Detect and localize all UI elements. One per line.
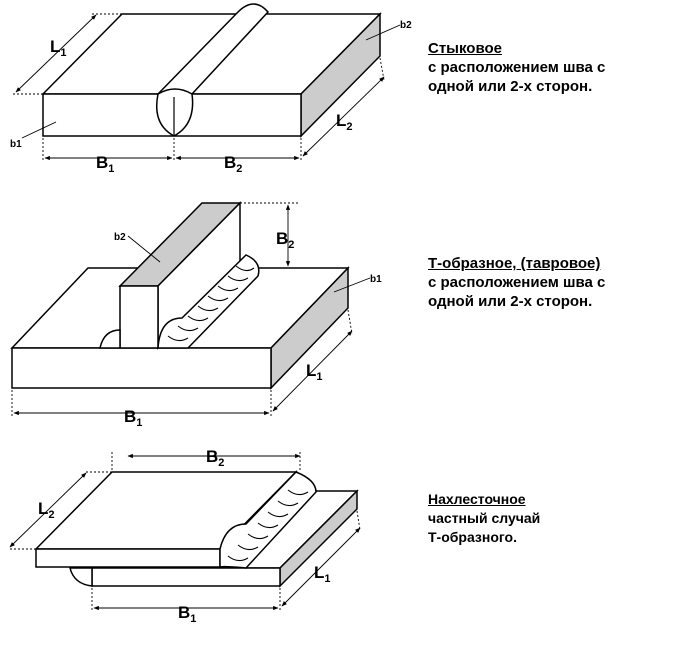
butt-joint-labels: b2 b1 L1 L2 B1 B2 xyxy=(10,20,412,175)
label-B1: B1 xyxy=(178,603,196,625)
caption-line: с расположением шва с xyxy=(428,59,606,76)
label-B2: B2 xyxy=(206,447,224,469)
lap-lower-fillet xyxy=(69,567,93,587)
t-joint-figure xyxy=(10,201,371,418)
lap-upper-plate-front xyxy=(35,548,221,568)
butt-weld-bead xyxy=(156,3,270,95)
t-web-front-face xyxy=(119,285,159,349)
label-B2: B2 xyxy=(276,229,294,251)
t-joint-caption: Т-образное, (тавровое) с расположением ш… xyxy=(428,254,605,311)
lap-dim-L2 xyxy=(9,472,87,548)
lap-joint-labels: B2 L2 L1 B1 xyxy=(38,447,331,625)
label-L1: L1 xyxy=(314,563,331,585)
butt-dim-L2 xyxy=(302,76,385,157)
caption-line: одной или 2-х сторон. xyxy=(428,78,593,95)
butt-leader-b2 xyxy=(365,24,401,41)
t-leader-b1 xyxy=(333,277,371,293)
t-left-fillet xyxy=(99,329,121,349)
t-leader-b2 xyxy=(127,235,161,263)
label-L2: L2 xyxy=(38,499,55,521)
label-B1: B1 xyxy=(124,407,142,429)
label-L2: L2 xyxy=(336,111,353,133)
butt-leader-b1 xyxy=(21,121,57,139)
caption-line: одной или 2-х сторон. xyxy=(428,293,593,310)
lap-joint-figure xyxy=(8,452,361,612)
caption-title: Нахлесточное xyxy=(428,491,526,507)
butt-joint-caption: Стыковое с расположением шва с одной или… xyxy=(428,39,605,96)
label-L1: L1 xyxy=(306,361,323,383)
lap-joint-caption: Нахлесточное частный случай Т-образного. xyxy=(428,490,540,547)
label-b1: b1 xyxy=(10,139,22,150)
caption-line: с расположением шва с xyxy=(428,274,606,291)
label-B2: B2 xyxy=(224,153,242,175)
label-b1: b1 xyxy=(370,274,382,285)
butt-joint-figure xyxy=(12,3,401,162)
butt-weld-section xyxy=(156,88,194,137)
lap-weld-ripples xyxy=(227,489,309,562)
t-plate-front-face xyxy=(11,347,272,389)
t-dim-L1 xyxy=(272,330,353,412)
caption-line: Т-образного. xyxy=(428,529,517,545)
caption-title: Стыковое xyxy=(428,40,502,57)
caption-line: частный случай xyxy=(428,510,541,526)
caption-title: Т-образное, (тавровое) xyxy=(428,255,601,272)
lap-weld-bead xyxy=(219,471,317,569)
t-weld-ripples xyxy=(167,265,255,342)
butt-dim-L1 xyxy=(15,14,97,93)
label-B1: B1 xyxy=(96,153,114,175)
t-joint-labels: b2 b1 B2 L1 B1 xyxy=(114,229,382,429)
label-b2: b2 xyxy=(400,20,412,31)
lap-lower-plate-front xyxy=(91,567,281,587)
t-weld-bead xyxy=(157,254,260,349)
label-L1: L1 xyxy=(50,37,67,59)
label-b2: b2 xyxy=(114,232,126,243)
lap-dim-L1 xyxy=(281,527,361,607)
